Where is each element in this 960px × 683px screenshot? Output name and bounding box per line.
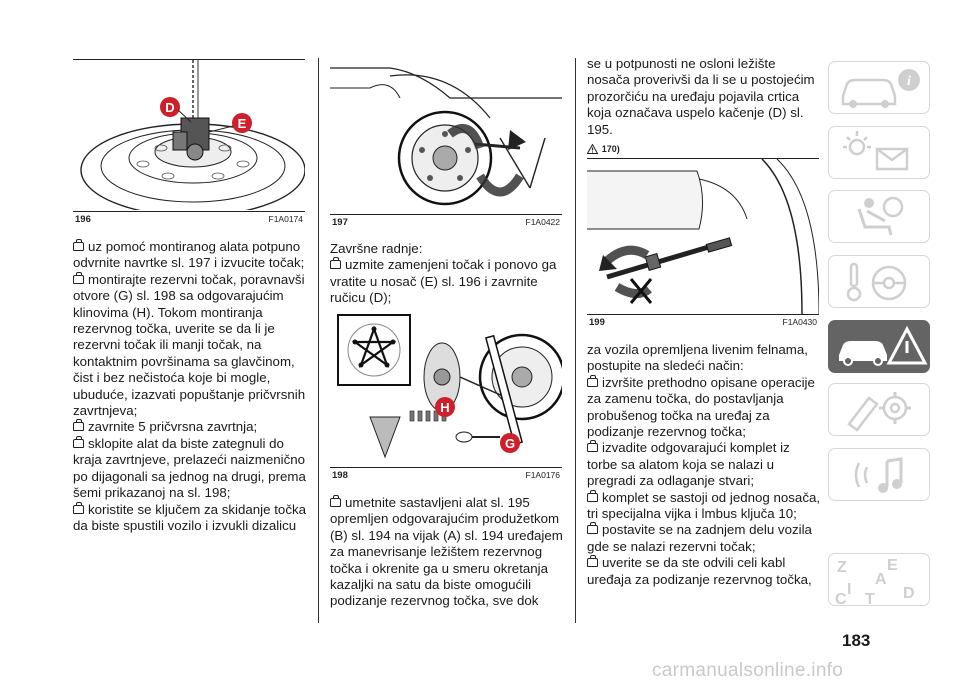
- callout-h-label: H: [440, 400, 449, 415]
- side-tab-emergency[interactable]: [828, 320, 930, 373]
- col3-intro: se u potpunosti ne osloni ležište nosača…: [586, 56, 819, 157]
- figure-196-caption: 196 F1A0174: [75, 214, 303, 225]
- paragraph: komplet se sastoji od jednog nosača, tri…: [587, 489, 821, 522]
- figure-196: D E: [73, 60, 306, 217]
- index-letter: Z: [837, 559, 847, 576]
- footer-watermark: carmanualsonline.info: [652, 660, 844, 681]
- index-letter: I: [847, 581, 851, 598]
- bullet-icon: [587, 489, 598, 502]
- figure-198-caption: 198 F1A0176: [332, 470, 560, 481]
- bullet-icon: [330, 257, 341, 270]
- figure-code: F1A0174: [268, 214, 304, 224]
- callout-e-label: E: [238, 116, 247, 131]
- warning-lights-icon: [843, 131, 909, 171]
- bullet-icon: [587, 555, 598, 568]
- bullet-icon: [587, 440, 598, 453]
- warning-triangle-icon: [586, 142, 599, 154]
- figure-code: F1A0176: [525, 470, 561, 480]
- paragraph: montirajte rezervni točak, poravnavši ot…: [73, 271, 306, 419]
- bullet-icon: [73, 419, 84, 432]
- section-heading: Završne radnje:: [330, 241, 423, 256]
- side-tab-index[interactable]: Z E A I C T D: [828, 553, 930, 607]
- paragraph: koristite se ključem za skidanje točka d…: [73, 501, 307, 533]
- index-letter: C: [835, 591, 847, 607]
- callout-g-label: G: [505, 436, 515, 451]
- side-tab-airbag-seat[interactable]: [828, 190, 930, 243]
- warning-reference: 170): [586, 140, 819, 157]
- paragraph: uz pomoć montiranog alata potpuno odvrni…: [73, 239, 305, 271]
- index-letter: T: [865, 591, 875, 607]
- side-tab-maintenance[interactable]: [828, 383, 930, 436]
- col2-text-top: Završne radnje: uzmite zamenjeni točak i…: [330, 241, 566, 307]
- paragraph: sklopite alat da biste zategnuli do kraj…: [73, 435, 306, 501]
- bullet-icon: [73, 435, 84, 448]
- figure-number: 199: [589, 317, 605, 328]
- figure-199: [587, 158, 820, 315]
- col2-text-bottom: umetnite sastavljeni alat sl. 195 opreml…: [330, 495, 566, 610]
- bullet-icon: [587, 374, 598, 387]
- index-letter: E: [887, 557, 898, 574]
- paragraph: umetnite sastavljeni alat sl. 195 opreml…: [330, 495, 563, 609]
- figure-197: [330, 58, 562, 214]
- paragraph: izvršite prethodno opisane operacije za …: [587, 374, 815, 440]
- figure-number: 196: [75, 214, 91, 225]
- bullet-icon: [73, 501, 84, 514]
- figure-code: F1A0422: [525, 217, 561, 227]
- callout-d-circle: [160, 97, 180, 117]
- callout-e-circle: [232, 113, 252, 133]
- callout-d-label: D: [165, 100, 174, 115]
- steering-wheel-key-icon: [846, 262, 907, 302]
- figure-code: F1A0430: [782, 317, 818, 327]
- figure-number: 198: [332, 470, 348, 481]
- side-tab-warning-lights[interactable]: [828, 126, 930, 179]
- figure-199-caption: 199 F1A0430: [589, 317, 817, 328]
- index-letter: A: [875, 571, 887, 588]
- figure-number: 197: [332, 217, 348, 228]
- bolt-tightening-sequence-illustration: H G: [337, 314, 566, 459]
- side-tab-steering-key[interactable]: [828, 255, 930, 308]
- paragraph: zavrnite 5 pričvrsna zavrtnja;: [73, 419, 309, 435]
- col1-text: uz pomoć montiranog alata potpuno odvrni…: [73, 239, 309, 534]
- svg-text:i: i: [907, 74, 911, 89]
- paragraph: uzmite zamenjeni točak i ponovo ga vrati…: [330, 257, 557, 306]
- bullet-icon: [73, 239, 84, 251]
- bullet-icon: [73, 271, 84, 284]
- spare-wheel-carrier-illustration: D E: [80, 60, 306, 217]
- car-breakdown-icon: [839, 325, 928, 366]
- callout-g-circle: [500, 433, 520, 453]
- col3-text: za vozila opremljena livenim felnama, po…: [587, 342, 821, 588]
- paragraph: uverite se da ste odvili celi kabl uređa…: [587, 555, 812, 587]
- side-tab-car-info[interactable]: i: [828, 61, 930, 114]
- bullet-icon: [587, 522, 598, 535]
- page-number: 183: [842, 631, 871, 650]
- maintenance-tools-icon: [847, 392, 911, 432]
- lead-paragraph: za vozila opremljena livenim felnama, po…: [587, 342, 808, 374]
- car-info-icon: i: [841, 69, 920, 108]
- bullet-icon: [330, 495, 341, 507]
- airbag-seat-icon: [857, 196, 904, 236]
- rear-spare-wheel-lowering-illustration: [587, 158, 820, 315]
- paragraph: postavite se na zadnjem delu vozila gde …: [587, 522, 812, 554]
- callout-h-circle: [435, 397, 455, 417]
- paragraph: izvadite odgovarajući komplet iz torbe s…: [587, 440, 790, 489]
- wheel-removal-illustration: [330, 67, 562, 206]
- multimedia-music-icon: [854, 457, 903, 493]
- index-letter: D: [903, 585, 915, 602]
- figure-198: H G: [330, 307, 566, 467]
- index-letters-icon: Z E A I C T D: [835, 557, 915, 607]
- side-tab-multimedia[interactable]: [828, 448, 930, 501]
- figure-197-caption: 197 F1A0422: [332, 217, 560, 228]
